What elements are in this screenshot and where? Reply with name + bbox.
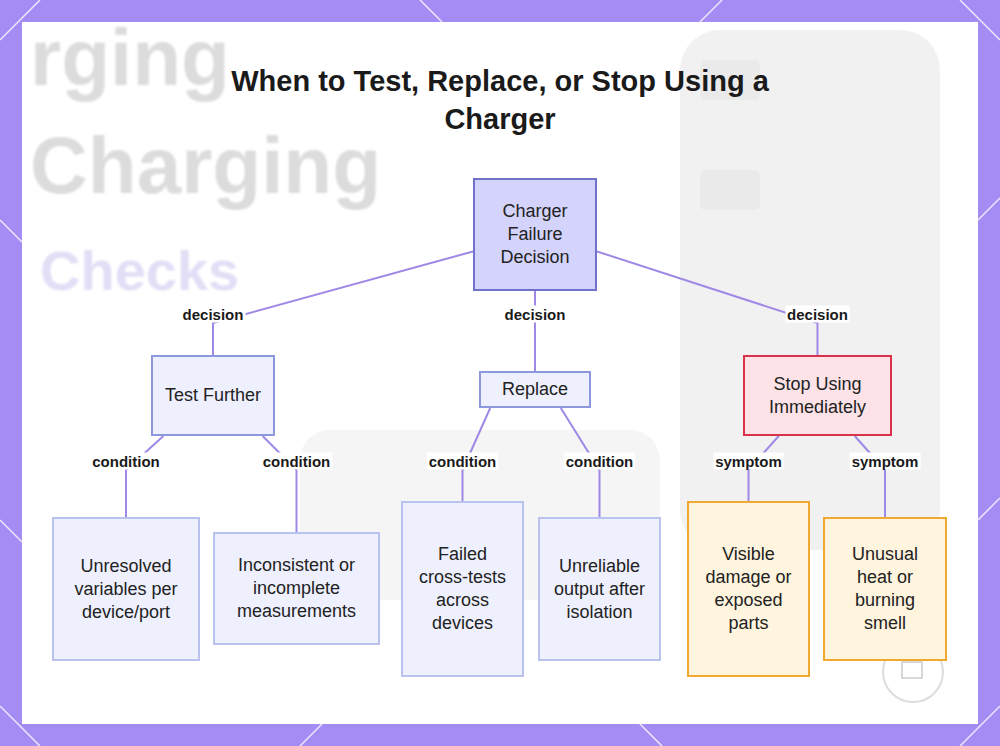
condition-box: Failed cross-tests across devices <box>401 501 524 677</box>
symptom-box: Visible damage or exposed parts <box>687 501 810 677</box>
edge-label: symptom <box>850 453 921 470</box>
node-text: Replace <box>502 378 568 401</box>
node-text: Unusual heat or burning smell <box>839 543 931 635</box>
decision-box: Replace <box>479 371 591 408</box>
danger-box: Stop Using Immediately <box>743 355 892 436</box>
edge-label: decision <box>181 306 246 323</box>
root-decision-box: Charger Failure Decision <box>473 178 597 291</box>
connector <box>855 436 885 517</box>
diagram-title: When to Test, Replace, or Stop Using a C… <box>200 62 800 138</box>
watermark-text: Checks <box>40 238 239 303</box>
decision-box: Test Further <box>151 355 275 436</box>
connector-line <box>855 436 885 517</box>
node-text: Stop Using Immediately <box>755 373 880 419</box>
node-text: Unreliable output after isolation <box>552 555 647 624</box>
edge-label: condition <box>564 453 636 470</box>
node-text: Charger Failure Decision <box>489 200 581 269</box>
connector-line <box>597 251 818 355</box>
connector <box>126 436 163 517</box>
edge-label: condition <box>261 453 333 470</box>
node-text: Visible damage or exposed parts <box>703 543 794 635</box>
symptom-box: Unusual heat or burning smell <box>823 517 947 661</box>
edge-label: condition <box>90 453 162 470</box>
edge-label: symptom <box>713 453 784 470</box>
title-text: When to Test, Replace, or Stop Using a C… <box>231 65 769 135</box>
blurred-charger <box>300 30 940 600</box>
watermark-text: Charging <box>30 120 381 212</box>
condition-box: Unreliable output after isolation <box>538 517 661 661</box>
node-text: Inconsistent or incomplete measurements <box>227 554 366 623</box>
connector <box>213 251 473 355</box>
node-text: Test Further <box>165 384 261 407</box>
panel <box>22 22 978 724</box>
connector-line <box>213 251 473 355</box>
connector-line <box>126 436 163 517</box>
node-text: Failed cross-tests across devices <box>419 543 506 635</box>
connector <box>263 436 297 532</box>
watermark-text: rging <box>30 12 230 104</box>
connector <box>535 291 536 371</box>
connector <box>597 251 818 355</box>
connector-line <box>263 436 297 532</box>
connector-line <box>534 291 536 371</box>
edge-label: condition <box>427 453 499 470</box>
edge-label: decision <box>503 306 568 323</box>
condition-box: Unresolved variables per device/port <box>52 517 200 661</box>
node-text: Unresolved variables per device/port <box>68 555 184 624</box>
edge-label: decision <box>785 306 850 323</box>
condition-box: Inconsistent or incomplete measurements <box>213 532 380 645</box>
